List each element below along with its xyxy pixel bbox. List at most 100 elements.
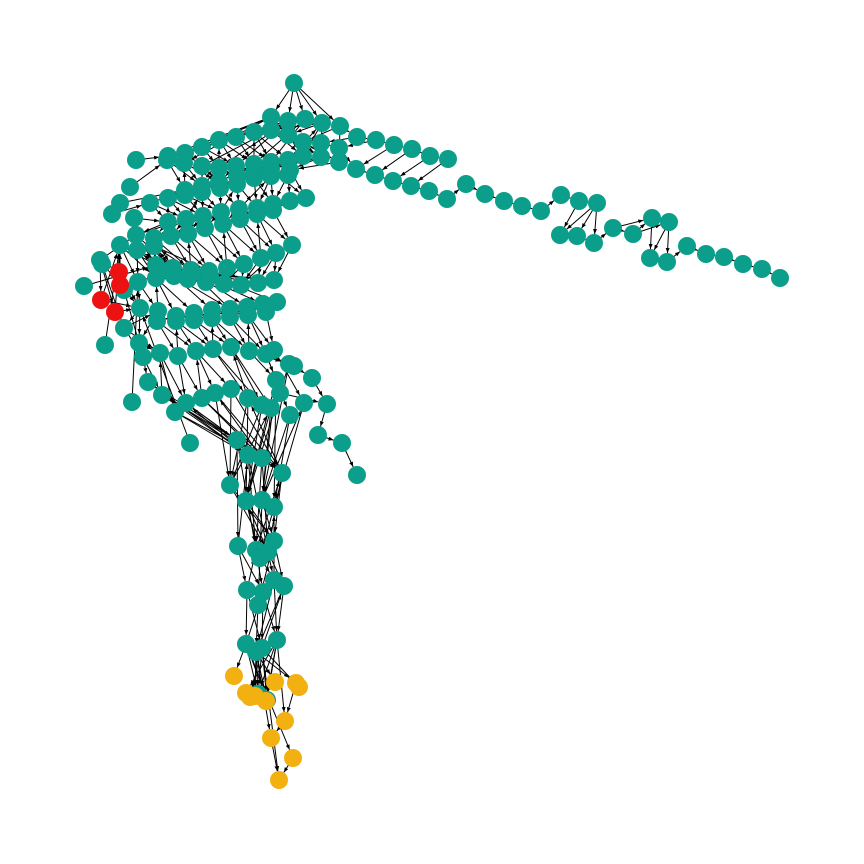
graph-node-teal bbox=[265, 498, 283, 516]
graph-node-teal bbox=[111, 236, 129, 254]
graph-node-teal bbox=[131, 299, 149, 317]
graph-edge bbox=[232, 404, 263, 477]
graph-node-teal bbox=[221, 476, 239, 494]
graph-node-teal bbox=[551, 226, 569, 244]
graph-node-orange bbox=[276, 712, 294, 730]
graph-node-teal bbox=[297, 189, 315, 207]
graph-node-teal bbox=[245, 123, 263, 141]
graph-node-teal bbox=[123, 393, 141, 411]
graph-node-teal bbox=[231, 210, 249, 228]
node-layer bbox=[75, 74, 789, 789]
graph-node-teal bbox=[235, 255, 253, 273]
graph-node-teal bbox=[196, 219, 214, 237]
graph-node-teal bbox=[265, 271, 283, 289]
graph-node-teal bbox=[753, 260, 771, 278]
graph-node-teal bbox=[771, 269, 789, 287]
graph-node-red bbox=[110, 263, 128, 281]
graph-node-teal bbox=[181, 434, 199, 452]
graph-node-teal bbox=[93, 255, 111, 273]
graph-node-teal bbox=[294, 147, 312, 165]
graph-node-teal bbox=[134, 348, 152, 366]
graph-node-teal bbox=[204, 340, 222, 358]
graph-node-orange bbox=[225, 667, 243, 685]
graph-node-teal bbox=[403, 140, 421, 158]
graph-node-teal bbox=[265, 341, 283, 359]
graph-node-teal bbox=[162, 227, 180, 245]
graph-node-teal bbox=[294, 133, 312, 151]
graph-node-teal bbox=[273, 464, 291, 482]
graph-node-teal bbox=[165, 267, 183, 285]
graph-node-teal bbox=[552, 186, 570, 204]
graph-node-teal bbox=[222, 338, 240, 356]
graph-node-teal bbox=[193, 183, 211, 201]
graph-node-teal bbox=[438, 190, 456, 208]
graph-node-teal bbox=[245, 169, 263, 187]
graph-node-teal bbox=[239, 389, 257, 407]
graph-node-teal bbox=[585, 234, 603, 252]
graph-edge bbox=[244, 397, 249, 493]
graph-node-teal bbox=[262, 399, 280, 417]
graph-node-teal bbox=[660, 213, 678, 231]
graph-edge bbox=[264, 414, 291, 492]
graph-node-teal bbox=[214, 215, 232, 233]
graph-node-teal bbox=[148, 312, 166, 330]
graph-node-teal bbox=[658, 253, 676, 271]
graph-node-teal bbox=[495, 192, 513, 210]
graph-node-teal bbox=[239, 446, 257, 464]
graph-node-teal bbox=[127, 151, 145, 169]
graph-node-teal bbox=[115, 319, 133, 337]
graph-node-red bbox=[106, 303, 124, 321]
graph-node-teal bbox=[643, 209, 661, 227]
graph-node-teal bbox=[570, 192, 588, 210]
graph-edge bbox=[229, 484, 264, 545]
graph-node-teal bbox=[147, 256, 165, 274]
graph-node-teal bbox=[279, 166, 297, 184]
graph-node-teal bbox=[228, 431, 246, 449]
graph-node-teal bbox=[179, 225, 197, 243]
graph-node-teal bbox=[271, 384, 289, 402]
graph-node-teal bbox=[588, 194, 606, 212]
graph-node-teal bbox=[153, 386, 171, 404]
graph-node-orange bbox=[262, 729, 280, 747]
graph-node-teal bbox=[218, 259, 236, 277]
graph-edge bbox=[230, 388, 278, 466]
graph-node-teal bbox=[303, 369, 321, 387]
graph-node-teal bbox=[678, 237, 696, 255]
graph-node-teal bbox=[121, 178, 139, 196]
graph-node-teal bbox=[641, 249, 659, 267]
graph-node-teal bbox=[279, 126, 297, 144]
graph-node-teal bbox=[296, 110, 314, 128]
graph-node-teal bbox=[238, 581, 256, 599]
graph-node-teal bbox=[96, 336, 114, 354]
graph-node-teal bbox=[285, 74, 303, 92]
graph-node-teal bbox=[229, 537, 247, 555]
graph-node-teal bbox=[348, 466, 366, 484]
graph-node-teal bbox=[222, 380, 240, 398]
graph-node-teal bbox=[75, 277, 93, 295]
graph-node-teal bbox=[333, 434, 351, 452]
graph-node-orange bbox=[270, 771, 288, 789]
graph-node-teal bbox=[145, 237, 163, 255]
graph-node-teal bbox=[201, 266, 219, 284]
graph-node-teal bbox=[232, 276, 250, 294]
graph-node-teal bbox=[366, 166, 384, 184]
graph-node-teal bbox=[193, 157, 211, 175]
graph-node-teal bbox=[568, 227, 586, 245]
graph-edge bbox=[228, 388, 233, 477]
graph-node-teal bbox=[457, 175, 475, 193]
graph-node-teal bbox=[604, 219, 622, 237]
graph-node-teal bbox=[211, 179, 229, 197]
graph-node-teal bbox=[312, 148, 330, 166]
graph-node-teal bbox=[183, 263, 201, 281]
graph-node-teal bbox=[257, 303, 275, 321]
graph-node-teal bbox=[267, 244, 285, 262]
graph-node-teal bbox=[169, 347, 187, 365]
graph-node-teal bbox=[262, 108, 280, 126]
graph-node-teal bbox=[125, 209, 143, 227]
graph-node-teal bbox=[147, 269, 165, 287]
graph-node-teal bbox=[177, 394, 195, 412]
graph-node-teal bbox=[330, 153, 348, 171]
graph-node-teal bbox=[420, 182, 438, 200]
